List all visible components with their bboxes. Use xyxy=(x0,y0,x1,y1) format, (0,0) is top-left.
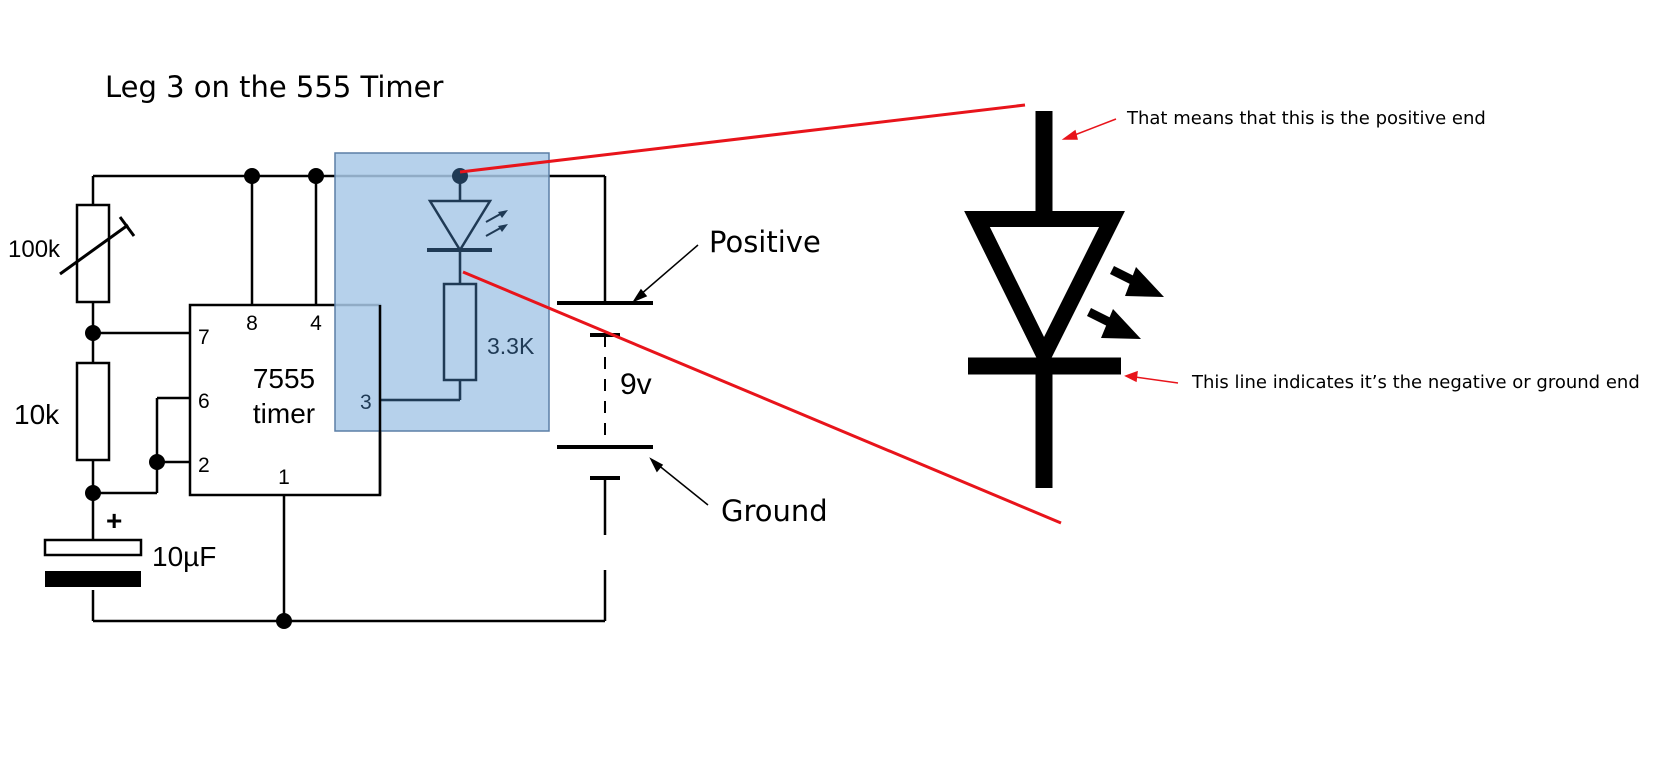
pin-2-label: 2 xyxy=(198,454,210,477)
junction-dots xyxy=(85,168,324,629)
ground-label: Ground xyxy=(721,494,828,528)
chip-name-line2: timer xyxy=(253,398,315,429)
positive-end-note: That means that this is the positive end xyxy=(1126,108,1486,129)
diagram-title: Leg 3 on the 555 Timer xyxy=(105,70,443,104)
resistor-10k-label: 10k xyxy=(14,399,60,430)
led-highlight-box xyxy=(334,152,550,432)
callout-arrows xyxy=(632,244,709,506)
large-led-symbol xyxy=(964,111,1164,488)
pin-7-label: 7 xyxy=(198,326,210,349)
chip-name-line1: 7555 xyxy=(253,363,315,394)
potentiometer xyxy=(59,203,136,304)
pin-4-label: 4 xyxy=(310,312,322,335)
note-arrows xyxy=(1061,118,1179,384)
resistor-10k xyxy=(75,361,111,462)
zoom-lines xyxy=(459,103,1062,525)
negative-end-note: This line indicates it’s the negative or… xyxy=(1191,372,1640,393)
pot-label: 100k xyxy=(8,236,61,263)
pin-6-label: 6 xyxy=(198,390,210,413)
led-resistor-label: 3.3K xyxy=(487,333,535,359)
pin-1-label: 1 xyxy=(278,466,290,489)
positive-label: Positive xyxy=(709,225,821,259)
battery-label: 9v xyxy=(620,368,652,401)
battery xyxy=(557,301,653,480)
capacitor-label: 10µF xyxy=(152,541,216,572)
capacitor-plus: + xyxy=(106,505,122,536)
capacitor xyxy=(43,538,143,587)
pin-8-label: 8 xyxy=(246,312,258,335)
pin-3-label: 3 xyxy=(360,391,372,414)
